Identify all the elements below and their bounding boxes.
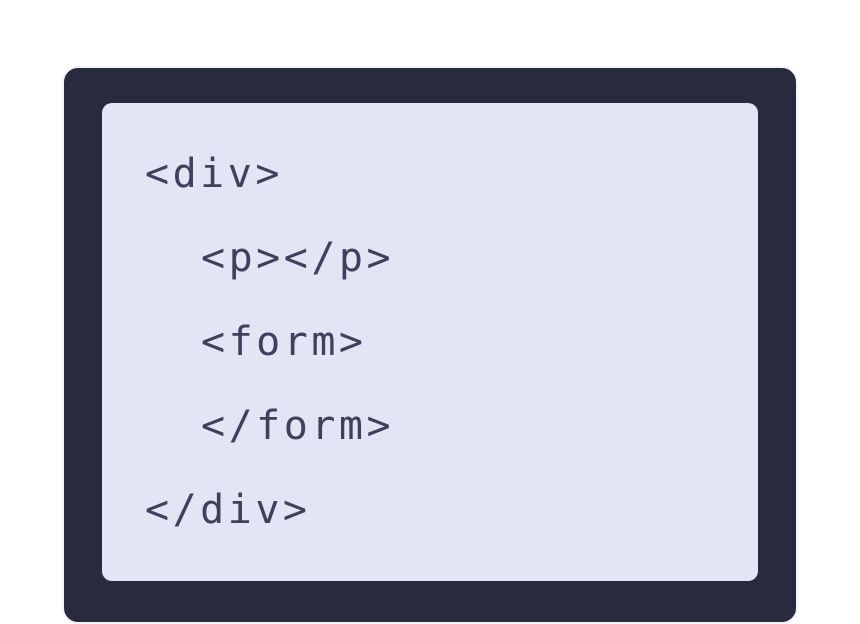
code-line-div-close: </div>: [145, 487, 311, 533]
code-panel: <div> <p></p> <form> </form> </div>: [102, 103, 758, 581]
code-line-p: <p></p>: [201, 235, 395, 281]
code-line-form-open: <form>: [201, 319, 367, 365]
code-card: <div> <p></p> <form> </form> </div>: [62, 66, 798, 624]
code-line-form-close: </form>: [201, 403, 395, 449]
code-line-div-open: <div>: [145, 151, 283, 197]
